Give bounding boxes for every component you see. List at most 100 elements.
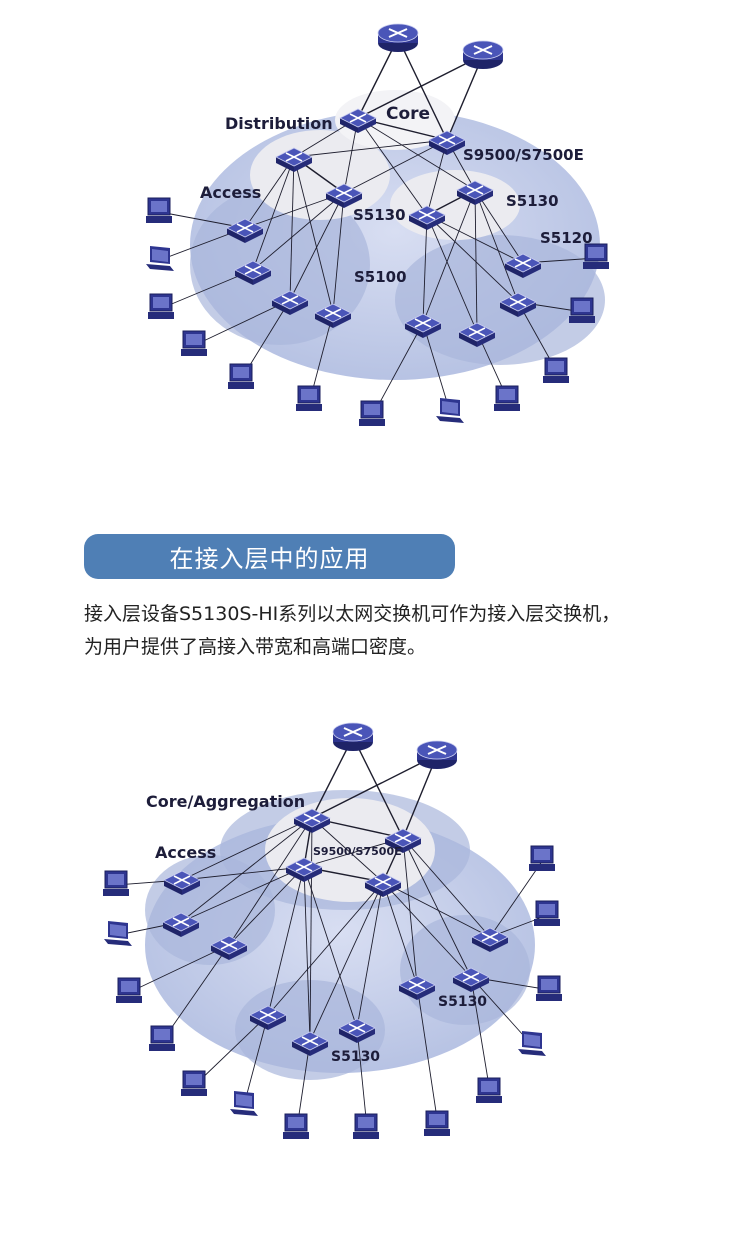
- switch-icon: [293, 808, 331, 833]
- computer-icon: [569, 297, 595, 323]
- link-line: [426, 214, 478, 333]
- switch-icon: [452, 967, 490, 992]
- link-line: [382, 881, 491, 938]
- switch-icon: [234, 260, 272, 285]
- link-line: [162, 944, 230, 1041]
- switch-icon: [458, 322, 496, 347]
- switch-icon: [384, 828, 422, 853]
- switch-icon: [456, 180, 494, 205]
- link-line: [293, 139, 448, 158]
- computer-icon: [476, 1077, 502, 1103]
- computer-icon: [181, 330, 207, 356]
- link-line: [309, 881, 384, 1042]
- link-line: [352, 736, 404, 839]
- computer-icon: [146, 197, 172, 223]
- network-devices: [146, 23, 609, 426]
- link-line: [311, 817, 384, 883]
- core-switch-model-label: S9500/S7500E: [463, 146, 584, 164]
- computer-icon: [359, 400, 385, 426]
- section-description: 接入层设备S5130S-HI系列以太网交换机可作为接入层交换机， 为用户提供了高…: [84, 598, 704, 664]
- link-line: [356, 1027, 368, 1129]
- link-line: [228, 817, 313, 946]
- router-icon: [332, 722, 374, 751]
- link-line: [289, 192, 345, 301]
- link-line: [372, 322, 424, 416]
- link-line: [194, 1014, 269, 1086]
- switch-icon: [428, 130, 466, 155]
- switch-icon: [338, 1018, 376, 1043]
- link-line: [244, 156, 295, 229]
- switch-icon: [364, 872, 402, 897]
- access-region-right: [395, 235, 605, 365]
- access-switch-model-label-bottom: S5130: [331, 1049, 380, 1065]
- computer-icon: [353, 1113, 379, 1139]
- link-line: [252, 156, 295, 271]
- switch-icon: [163, 870, 201, 895]
- link-line: [311, 736, 354, 819]
- computer-icon: [228, 363, 254, 389]
- link-line: [293, 156, 334, 314]
- link-line: [402, 837, 491, 938]
- link-line: [422, 322, 451, 413]
- link-line: [426, 214, 519, 303]
- link-line: [422, 189, 476, 324]
- switch-icon: [275, 147, 313, 172]
- link-line: [289, 156, 295, 301]
- switch-icon: [249, 1005, 287, 1030]
- switch-icon: [471, 927, 509, 952]
- link-line: [474, 189, 524, 264]
- computer-icon: [424, 1110, 450, 1136]
- link-line: [382, 881, 472, 978]
- distribution-label: Distribution: [225, 114, 333, 133]
- computer-icon: [181, 1070, 207, 1096]
- link-line: [357, 54, 484, 119]
- section-title-banner: 在接入层中的应用: [84, 534, 455, 579]
- link-line: [309, 817, 313, 1042]
- switch-icon: [504, 253, 542, 278]
- computer-icon: [536, 975, 562, 1001]
- switch-icon: [226, 218, 264, 243]
- laptop-icon: [104, 921, 132, 946]
- link-line: [267, 881, 384, 1016]
- switch-icon: [339, 108, 377, 133]
- link-line: [267, 866, 305, 1016]
- link-line: [416, 984, 439, 1126]
- link-line: [311, 754, 438, 819]
- switch-icon: [285, 857, 323, 882]
- link-line: [402, 837, 472, 978]
- switch-icon: [271, 290, 309, 315]
- access-label: Access: [200, 183, 261, 202]
- laptop-icon: [518, 1031, 546, 1056]
- switch-icon: [398, 975, 436, 1000]
- switch-icon: [314, 303, 352, 328]
- link-line: [129, 944, 230, 993]
- network-devices: [103, 722, 562, 1139]
- link-line: [181, 817, 313, 881]
- three-tier-network-diagram: Core Distribution Access S9500/S7500E S5…: [146, 23, 609, 426]
- access-region-left: [145, 855, 275, 965]
- router-icon: [416, 740, 458, 769]
- link-line: [180, 866, 305, 923]
- link-line: [397, 37, 448, 141]
- link-line: [228, 866, 305, 946]
- link-line: [422, 214, 428, 324]
- two-tier-network-diagram: Core/Aggregation Access S9500/S7500E S51…: [103, 722, 562, 1139]
- laptop-icon: [230, 1091, 258, 1116]
- link-line: [243, 1014, 269, 1106]
- core-label: Core: [386, 104, 430, 124]
- link-line: [356, 881, 384, 1029]
- switch-icon: [499, 292, 537, 317]
- switch-icon: [291, 1031, 329, 1056]
- switch-icon: [325, 183, 363, 208]
- link-line: [446, 54, 484, 141]
- computer-icon: [283, 1113, 309, 1139]
- computer-icon: [116, 977, 142, 1003]
- computer-icon: [543, 357, 569, 383]
- access-label: Access: [155, 843, 216, 862]
- switch-icon: [408, 205, 446, 230]
- link-line: [474, 189, 519, 303]
- network-links: [159, 37, 598, 416]
- computer-icon: [494, 385, 520, 411]
- link-line: [357, 117, 428, 216]
- link-line: [343, 139, 448, 194]
